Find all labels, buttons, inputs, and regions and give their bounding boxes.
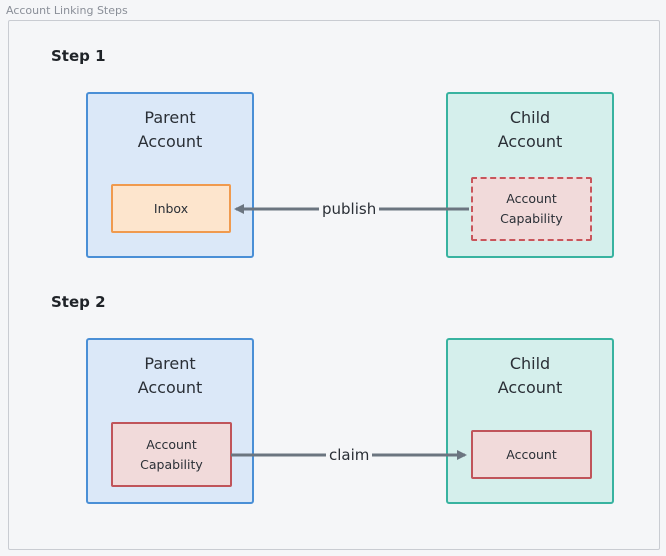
publish-edge-label: publish — [319, 200, 380, 218]
parent-title-line-2: Account — [137, 378, 203, 397]
capability-line-1: Account — [146, 436, 197, 452]
claim-edge-label: claim — [326, 446, 373, 464]
account-node[interactable]: Account — [471, 430, 592, 479]
capability-line-1: Account — [506, 191, 557, 206]
parent-account-title: Parent Account — [88, 352, 252, 400]
child-account-title: Child Account — [448, 106, 612, 154]
step-1-parent-account-box[interactable]: Parent Account Inbox — [86, 92, 254, 258]
child-title-line-2: Account — [497, 132, 563, 151]
account-capability-node-dashed[interactable]: Account Capability — [471, 177, 592, 241]
child-title-line-1: Child — [509, 354, 551, 373]
parent-title-line-1: Parent — [144, 354, 196, 373]
child-title-line-2: Account — [497, 378, 563, 397]
parent-title-line-2: Account — [137, 132, 203, 151]
frame-title: Account Linking Steps — [6, 4, 128, 17]
child-account-title: Child Account — [448, 352, 612, 400]
step-2-label: Step 2 — [51, 293, 106, 311]
step-1-child-account-box[interactable]: Child Account Account Capability — [446, 92, 614, 258]
inbox-label: Inbox — [153, 200, 189, 216]
child-title-line-1: Child — [509, 108, 551, 127]
account-capability-node[interactable]: Account Capability — [111, 422, 232, 487]
parent-title-line-1: Parent — [144, 108, 196, 127]
inbox-node[interactable]: Inbox — [111, 184, 231, 233]
step-1-label: Step 1 — [51, 47, 106, 65]
account-label: Account — [506, 446, 557, 462]
parent-account-title: Parent Account — [88, 106, 252, 154]
capability-line-2: Capability — [140, 456, 203, 472]
step-2-parent-account-box[interactable]: Parent Account Account Capability — [86, 338, 254, 504]
step-2-child-account-box[interactable]: Child Account Account — [446, 338, 614, 504]
capability-line-2: Capability — [500, 211, 563, 226]
